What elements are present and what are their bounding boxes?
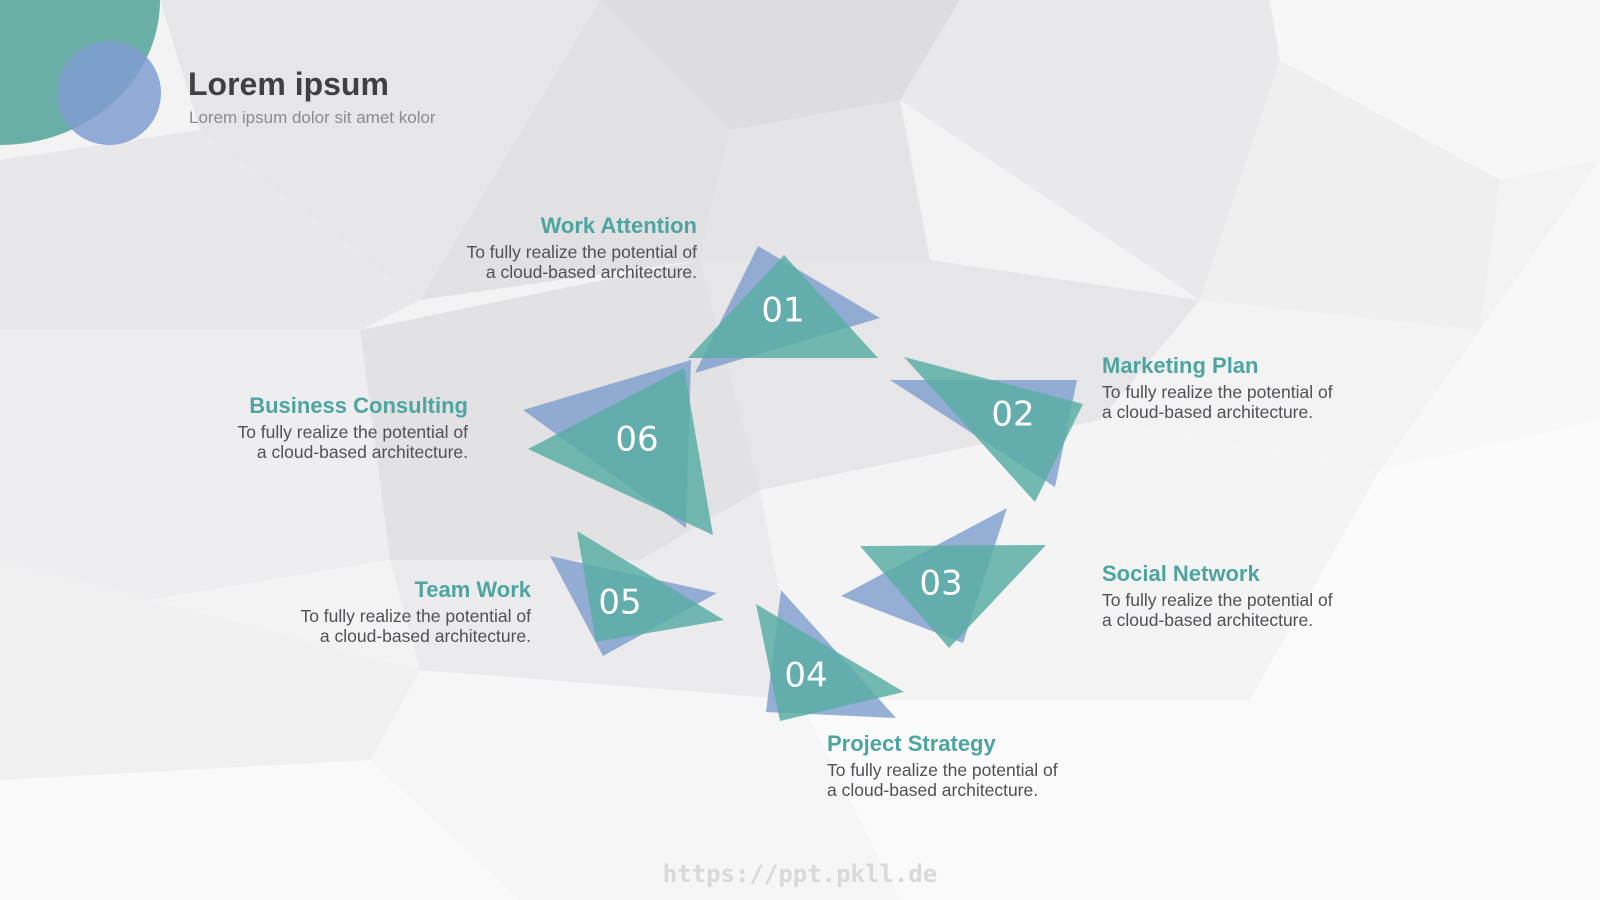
triangle-pair-03 xyxy=(841,508,1046,648)
step-title: Business Consulting xyxy=(249,393,468,418)
step-label-02: Marketing Plan To fully realize the pote… xyxy=(1102,352,1422,422)
step-description: To fully realize the potential of a clou… xyxy=(466,242,697,282)
step-title: Project Strategy xyxy=(827,731,996,756)
step-description: To fully realize the potential of a clou… xyxy=(1102,590,1333,630)
step-number-04: 04 xyxy=(784,656,827,696)
step-title: Social Network xyxy=(1102,561,1260,586)
step-number-06: 06 xyxy=(615,420,658,460)
step-label-04: Project Strategy To fully realize the po… xyxy=(827,730,1147,800)
page-subtitle: Lorem ipsum dolor sit amet kolor xyxy=(189,108,436,127)
step-description: To fully realize the potential of a clou… xyxy=(300,606,531,646)
triangle-pair-04 xyxy=(756,590,904,721)
step-label-06: Business Consulting To fully realize the… xyxy=(148,392,468,462)
step-label-01: Work Attention To fully realize the pote… xyxy=(377,212,697,282)
step-description: To fully realize the potential of a clou… xyxy=(237,422,468,462)
step-number-03: 03 xyxy=(919,564,962,604)
watermark: https://ppt.pkll.de xyxy=(662,860,938,888)
step-description: To fully realize the potential of a clou… xyxy=(1102,382,1333,422)
step-number-01: 01 xyxy=(761,291,804,331)
step-title: Team Work xyxy=(414,577,531,602)
triangle-pair-05 xyxy=(550,531,724,656)
step-number-02: 02 xyxy=(991,395,1034,435)
triangle-pair-01 xyxy=(688,246,880,373)
step-title: Work Attention xyxy=(540,213,697,238)
step-label-05: Team Work To fully realize the potential… xyxy=(211,576,531,646)
step-number-05: 05 xyxy=(598,583,641,623)
triangle-pair-02 xyxy=(890,357,1083,502)
step-title: Marketing Plan xyxy=(1102,353,1259,378)
step-description: To fully realize the potential of a clou… xyxy=(827,760,1058,800)
page-title: Lorem ipsum xyxy=(188,66,389,102)
step-label-03: Social Network To fully realize the pote… xyxy=(1102,560,1422,630)
corner-decoration xyxy=(0,0,161,145)
triangle-pair-06 xyxy=(523,360,713,535)
